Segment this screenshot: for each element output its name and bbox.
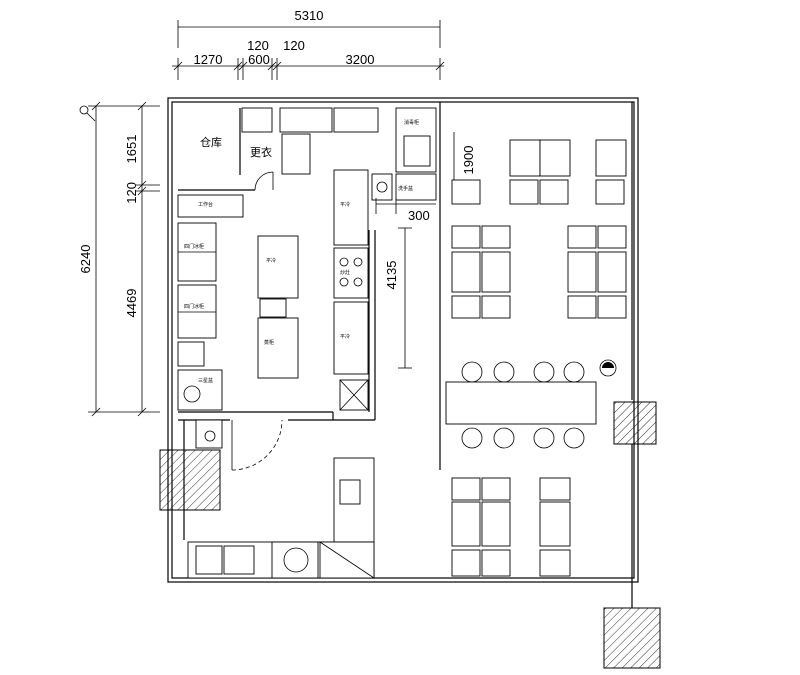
dim-counter-offset: 300 bbox=[408, 208, 430, 223]
dim-segment-4: 120 bbox=[283, 38, 305, 53]
kitchen-area bbox=[177, 107, 437, 421]
dim-segment-1: 1270 bbox=[194, 52, 223, 67]
outer-walls bbox=[167, 97, 639, 583]
equip-label-chiller-1: 平冷 bbox=[266, 257, 276, 264]
dim-segment-5: 3200 bbox=[346, 52, 375, 67]
equip-label-freezer-1: 四门冰柜 bbox=[184, 243, 204, 250]
column-left bbox=[159, 449, 221, 511]
dining-area bbox=[445, 139, 627, 577]
dim-overall-height: 6240 bbox=[78, 245, 93, 274]
equip-label-chiller-3: 平冷 bbox=[340, 333, 350, 340]
equip-label-sink: 三星盆 bbox=[198, 377, 213, 384]
equip-label-worktable: 工作台 bbox=[198, 201, 213, 208]
dim-overall-width: 5310 bbox=[295, 8, 324, 23]
dim-segment-3: 600 bbox=[248, 52, 270, 67]
dim-left-seg-1: 1651 bbox=[124, 135, 139, 164]
left-dimension-lines bbox=[79, 101, 160, 417]
top-dimension-lines bbox=[172, 20, 445, 80]
equip-label-chiller-2: 平冷 bbox=[340, 201, 350, 208]
equip-label-stove: 炒灶 bbox=[340, 269, 350, 276]
kitchen-door bbox=[231, 419, 283, 471]
lower-service-area bbox=[183, 419, 375, 579]
room-label-storage: 仓库 bbox=[200, 135, 222, 149]
column-right bbox=[613, 401, 657, 445]
equip-label-steamer: 蒸柜 bbox=[264, 339, 274, 346]
counter-dimension-lines bbox=[375, 132, 455, 369]
dim-segment-2: 120 bbox=[247, 38, 269, 53]
room-label-changing: 更衣 bbox=[250, 145, 272, 159]
equip-label-handwash: 洗手盆 bbox=[398, 185, 413, 192]
equip-label-freezer-2: 四门冰柜 bbox=[184, 303, 204, 310]
dim-dining-depth: 1900 bbox=[461, 146, 476, 175]
dim-left-seg-3: 4469 bbox=[124, 289, 139, 318]
column-bottom bbox=[603, 607, 661, 669]
dim-left-seg-2: 120 bbox=[124, 182, 139, 204]
dim-counter-length: 4135 bbox=[384, 261, 399, 290]
equip-label-sterilizer: 消毒柜 bbox=[404, 119, 419, 126]
